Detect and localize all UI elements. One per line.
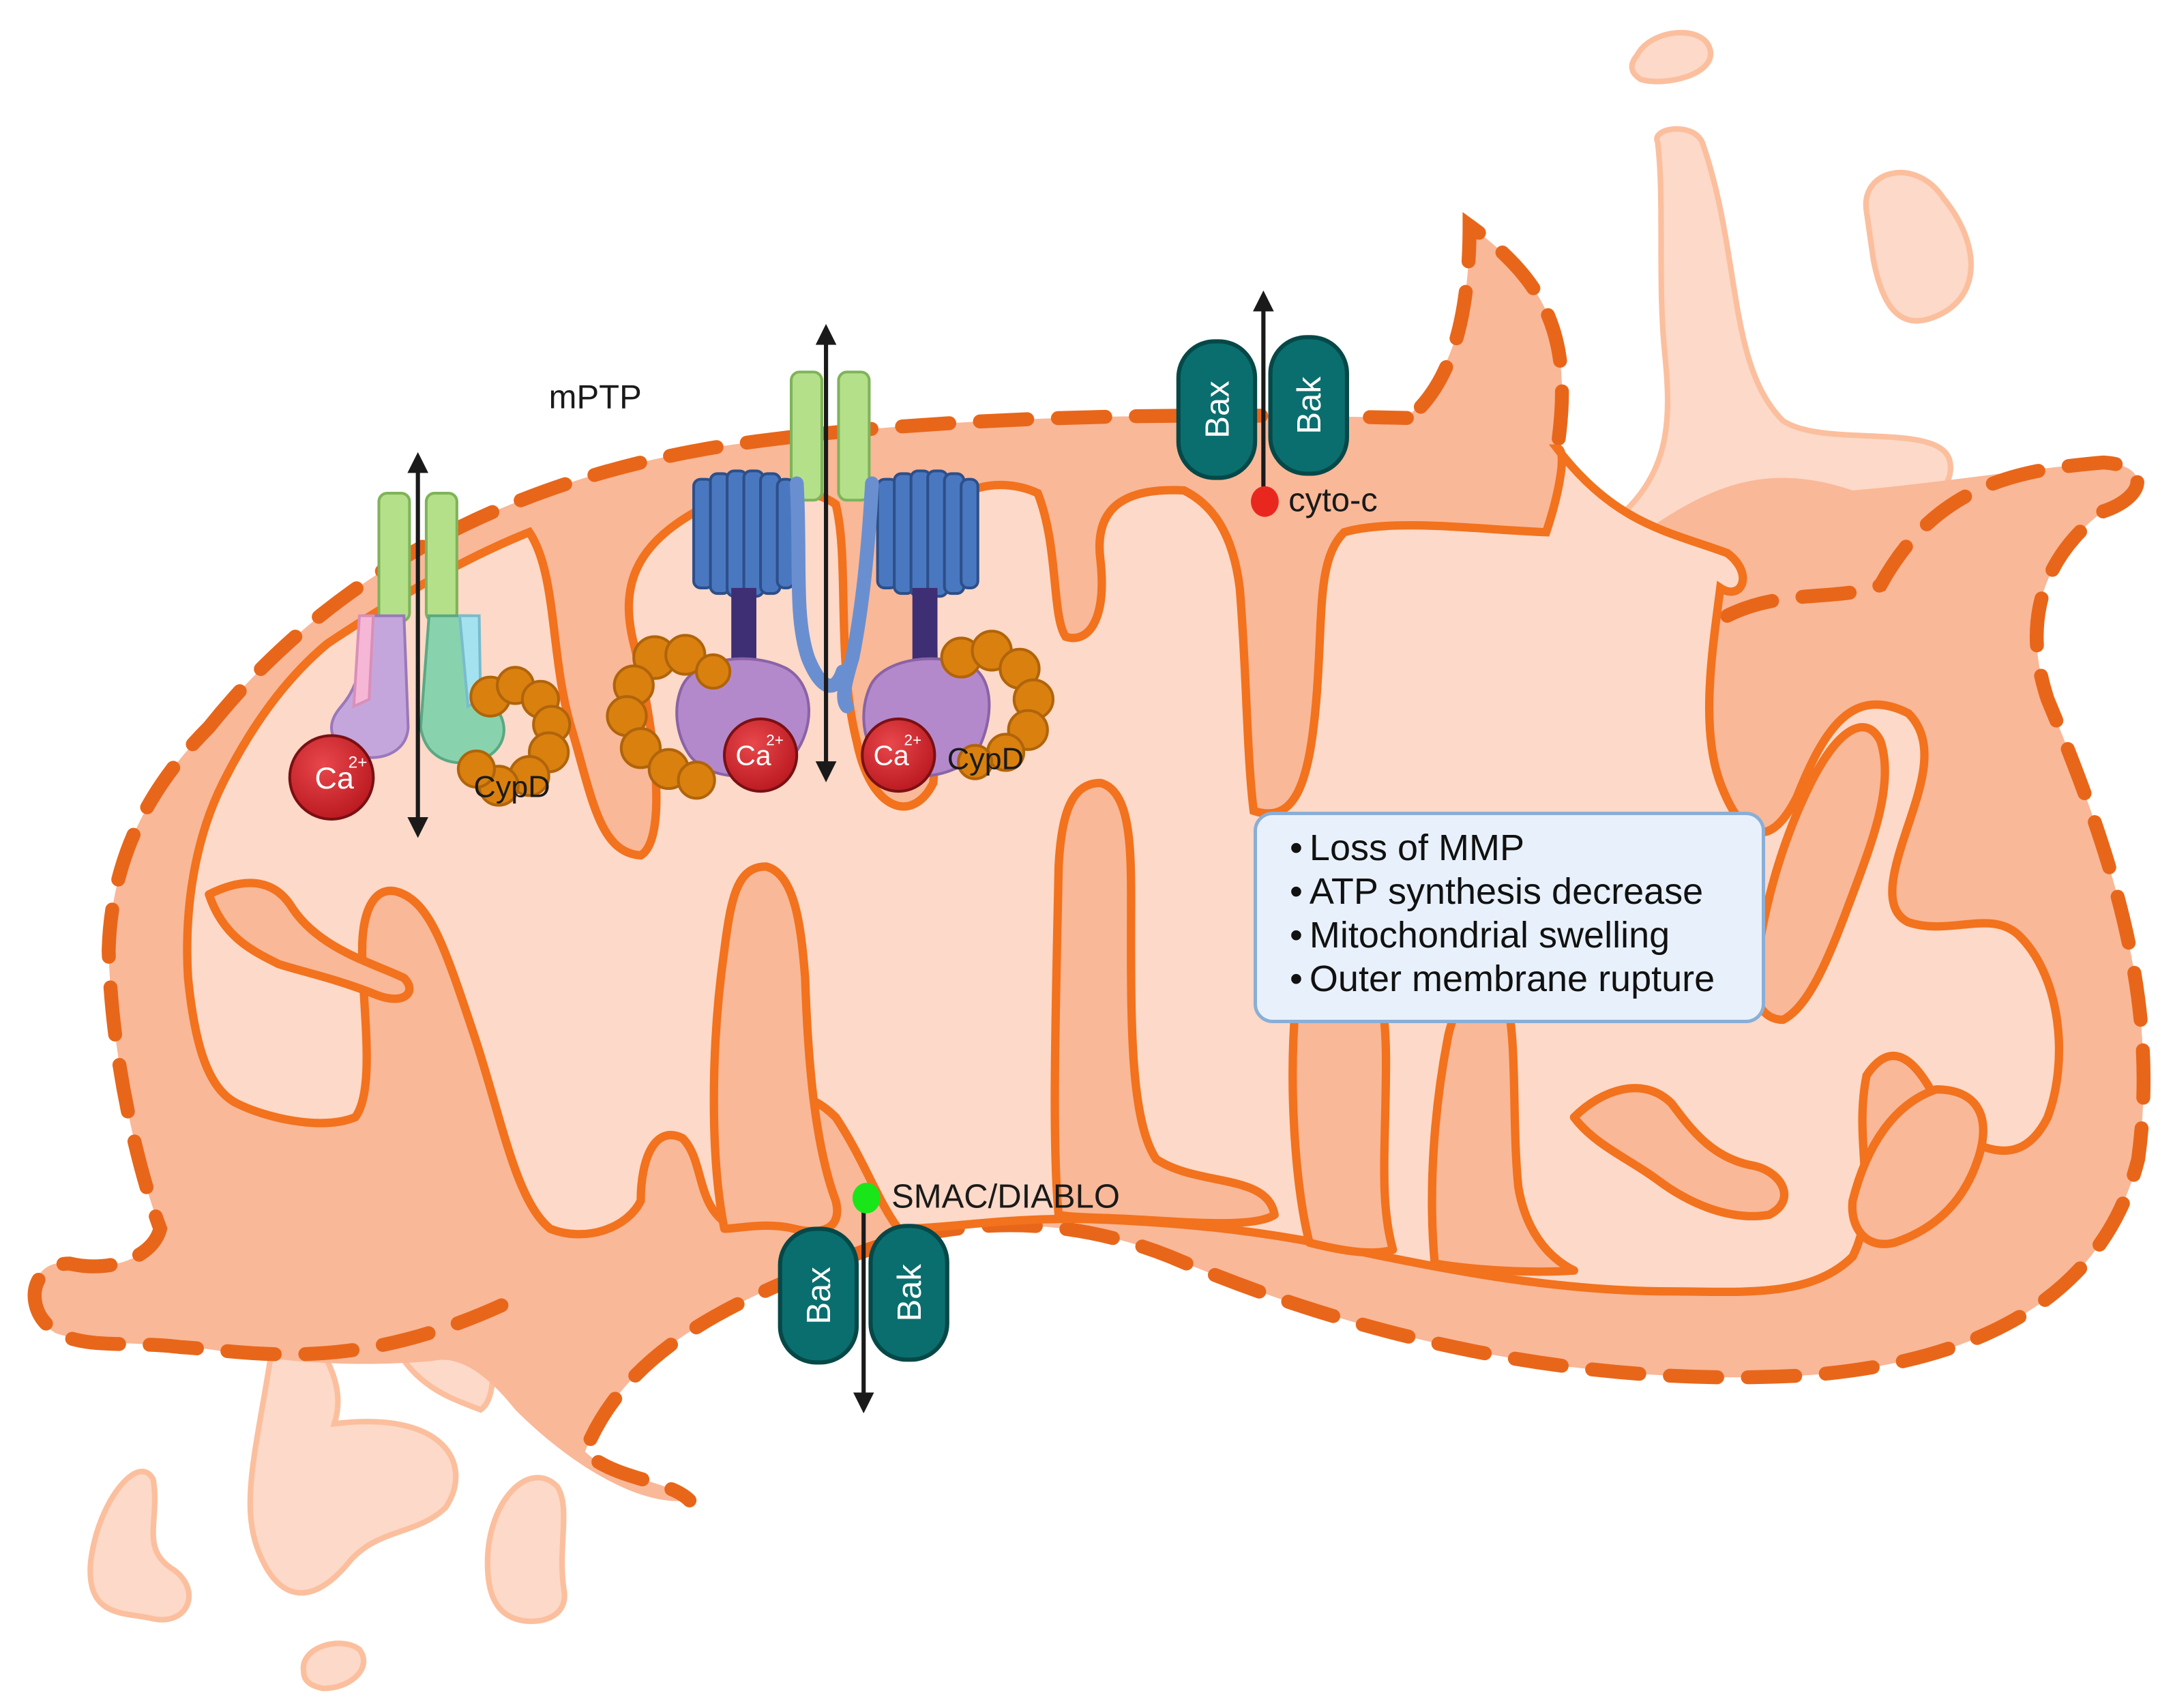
effects-box: Loss of MMP ATP synthesis decrease Mitoc… xyxy=(1254,812,1765,1023)
cyto-c-label: cyto-c xyxy=(1288,482,1378,519)
bax-bak-pore-bottom: Bax Bak SMAC/DIABLO xyxy=(778,1179,1120,1413)
effect-item: ATP synthesis decrease xyxy=(1290,870,1748,913)
fragment xyxy=(1863,170,1974,324)
channel-subunit xyxy=(424,492,458,623)
calcium-label: Ca xyxy=(315,761,354,795)
fragment xyxy=(247,1292,459,1596)
atp-synthase-rotor-right xyxy=(876,469,979,598)
bax-protein xyxy=(778,1226,859,1365)
cristae xyxy=(205,723,1987,1276)
crista xyxy=(1428,973,1578,1276)
effects-list: Loss of MMP ATP synthesis decrease Mitoc… xyxy=(1290,826,1748,1001)
cypd-protein xyxy=(456,666,572,807)
calcium-charge: 2+ xyxy=(904,732,921,749)
calcium-ion xyxy=(861,717,936,793)
smac-diablo xyxy=(852,1182,881,1213)
calcium-charge: 2+ xyxy=(349,753,368,771)
ant-protein-pink xyxy=(352,614,375,709)
channel-subunit xyxy=(837,370,871,502)
calcium-ion xyxy=(288,734,375,821)
crista xyxy=(1050,778,1279,1228)
calcium-label: Ca xyxy=(735,739,771,771)
bak-protein xyxy=(1268,335,1349,476)
channel-subunit xyxy=(377,492,411,623)
mptp-label: mPTP xyxy=(549,379,642,415)
fragment xyxy=(484,1475,567,1624)
crista xyxy=(1848,1085,1987,1248)
bax-bak-pore-top: Bax Bak cyto-c xyxy=(1176,290,1378,519)
smac-label: SMAC/DIABLO xyxy=(891,1179,1120,1216)
calcium-label: Ca xyxy=(874,739,909,771)
peripheral-stalk-right xyxy=(837,476,879,713)
bak-label: Bak xyxy=(1291,377,1328,435)
fragment xyxy=(87,1469,192,1623)
bak-protein xyxy=(868,1224,949,1362)
effect-item: Outer membrane rupture xyxy=(1290,957,1748,1001)
mptp-complex-left: Ca 2+ CypD xyxy=(288,452,572,838)
cypd-protein xyxy=(940,630,1055,780)
cypd-protein xyxy=(606,634,732,800)
fragment xyxy=(300,1640,367,1692)
mptp-complex-right: Ca 2+ Ca 2+ CypD xyxy=(606,323,1055,800)
crista xyxy=(1750,723,1889,1025)
bak-label: Bak xyxy=(891,1264,928,1322)
cytochrome-c xyxy=(1250,486,1279,517)
cypd-label: CypD xyxy=(947,741,1024,776)
bax-protein xyxy=(1176,339,1258,480)
fragment xyxy=(1629,29,1714,85)
calcium-ion xyxy=(722,717,799,793)
cypd-label: CypD xyxy=(473,769,550,804)
atp-synthase-rotor-left xyxy=(692,469,796,598)
effect-item: Mitochondrial swelling xyxy=(1290,913,1748,957)
calcium-charge: 2+ xyxy=(766,732,784,749)
crista xyxy=(1569,1084,1788,1221)
crista xyxy=(205,879,414,1003)
bax-label: Bax xyxy=(1199,381,1236,438)
bax-label: Bax xyxy=(801,1267,838,1324)
effect-item: Loss of MMP xyxy=(1290,826,1748,870)
